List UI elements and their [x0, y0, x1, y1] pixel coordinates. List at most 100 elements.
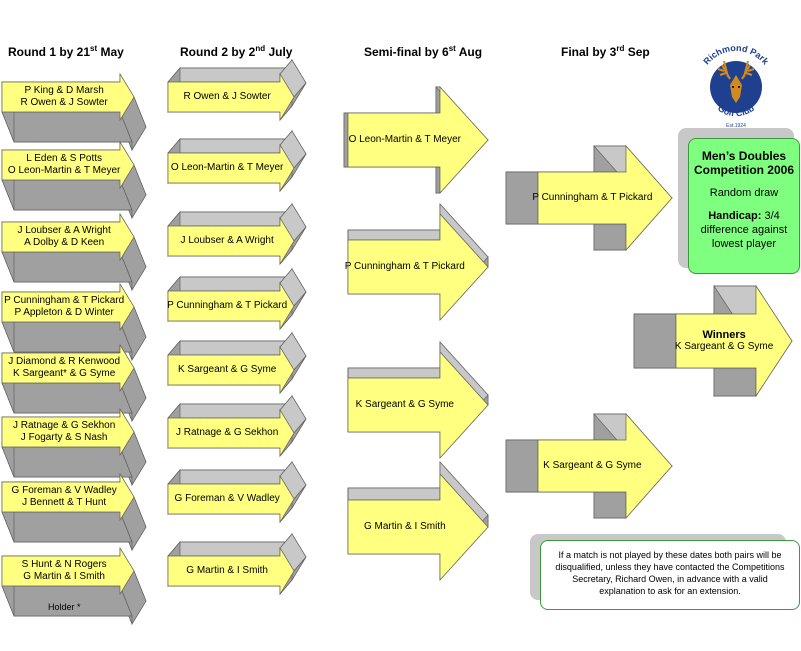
round2-match-1-side-face — [167, 67, 293, 83]
round1-match-4-team-2: P Appleton & D Winter — [14, 307, 114, 318]
round1-match-1-team-1: P King & D Marsh — [24, 85, 104, 96]
round2-match-3-label: J Loubser & A Wright — [168, 226, 286, 256]
semifinal-match-1-front-face — [347, 86, 489, 194]
round2-match-2-arrow — [167, 129, 307, 193]
round2-match-8-arrow — [167, 532, 307, 596]
round1-match-6-team-2: J Fogarty & S Nash — [20, 432, 108, 443]
competition-info-box: Men’s Doubles Competition 2006 Random dr… — [688, 138, 800, 274]
round1-match-1-team-2: R Owen & J Sowter — [20, 97, 108, 108]
round1-match-5-arrow — [1, 343, 147, 423]
semifinal-match-3-arrow — [347, 341, 489, 459]
rules-note: If a match is not played by these dates … — [540, 540, 800, 610]
semifinal-header: Semi-final by 6st Aug — [364, 44, 483, 59]
round1-match-6-arrow — [1, 407, 147, 487]
round1-match-8-team-2: G Martin & I Smith — [23, 571, 105, 582]
round1-match-7-team-2: J Bennett & T Hunt — [22, 497, 107, 508]
semifinal-match-1-arrow — [343, 86, 489, 194]
round2-match-7-label: G Foreman & V Wadley — [168, 484, 286, 514]
winners-side-face — [713, 367, 757, 397]
draw-type: Random draw — [709, 187, 779, 199]
round2-match-7-arrow — [167, 460, 307, 524]
logo-bottom-text: Golf Club — [716, 103, 756, 119]
round2-match-7-side-face — [167, 469, 293, 485]
semifinal-match-3-team-1: K Sargeant & G Syme — [355, 399, 454, 410]
round1-match-1-arrow — [1, 72, 147, 152]
round2-match-6-arrow — [167, 394, 307, 458]
logo-est-text: Est.1924 — [726, 123, 746, 129]
semifinal-match-2-front-face — [347, 213, 489, 321]
round2-match-8-team-1: G Martin & I Smith — [186, 565, 268, 576]
semifinal-match-3-label: K Sargeant & G Syme — [348, 378, 462, 432]
final-match-1-label: P Cunningham & T Pickard — [532, 172, 652, 224]
round2-match-1-team-1: R Owen & J Sowter — [183, 91, 271, 102]
round2-match-5-team-1: K Sargeant & G Syme — [177, 364, 277, 375]
winners-team-1: Winners — [702, 329, 746, 341]
round1-header: Round 1 by 21st May — [8, 44, 124, 59]
round2-match-6-front-face — [167, 408, 295, 458]
round2-match-8-side-face — [167, 541, 293, 557]
round1-match-2-side-face — [1, 179, 133, 211]
round1-match-4-arrow — [1, 282, 147, 362]
final-match-1-front-face — [537, 145, 673, 251]
round1-match-2-team-1: L Eden & S Potts — [26, 153, 103, 164]
semifinal-match-1-label: O Leon-Martin & T Meyer — [348, 113, 462, 167]
round2-match-4-label: P Cunningham & T Pickard — [167, 291, 287, 321]
handicap-rule: Handicap: 3/4 difference against lowest … — [700, 210, 788, 250]
winners-arrow — [633, 284, 793, 398]
round2-match-6-side-face — [167, 403, 293, 419]
round2-match-1-label: R Owen & J Sowter — [168, 82, 286, 112]
round1-match-5-front-face — [1, 343, 135, 393]
round1-match-8-arrow — [1, 546, 147, 626]
final-match-2-side-face — [505, 439, 539, 493]
round1-match-2-team-2: O Leon-Martin & T Meyer — [7, 165, 121, 176]
round2-match-1-front-face — [167, 72, 295, 122]
semifinal-match-4-arrow — [347, 461, 489, 581]
round1-match-2-arrow — [1, 140, 147, 220]
round2-match-5-front-face — [167, 345, 295, 395]
round1-match-3-team-1: J Loubser & A Wright — [17, 225, 111, 236]
final-header: Final by 3rd Sep — [561, 44, 650, 59]
round2-match-7-team-1: G Foreman & V Wadley — [174, 493, 280, 504]
semifinal-match-4-team-1: G Martin & I Smith — [363, 521, 446, 532]
round2-match-5-label: K Sargeant & G Syme — [168, 355, 286, 385]
round2-match-4-front-face — [167, 281, 295, 331]
semifinal-match-3-side-face — [347, 367, 441, 379]
semifinal-match-2-team-1: P Cunningham & T Pickard — [344, 261, 465, 272]
competition-title: Men’s Doubles Competition 2006 — [693, 149, 795, 177]
round1-match-6-team-1: J Ratnage & G Sekhon — [13, 420, 116, 431]
round1-match-1-front-face — [1, 72, 135, 122]
final-match-1-team-1: P Cunningham & T Pickard — [532, 192, 653, 203]
round1-match-3-arrow — [1, 212, 147, 292]
round2-match-6-label: J Ratnage & G Sekhon — [168, 418, 286, 448]
semifinal-match-3-front-face — [347, 351, 489, 459]
round2-match-2-side-face — [167, 138, 293, 154]
stag-icon — [717, 60, 755, 103]
holder-note: Holder * — [48, 602, 81, 612]
final-match-2-label: K Sargeant & G Syme — [538, 440, 647, 492]
round1-match-7-front-face — [1, 472, 135, 522]
semifinal-match-2-label: P Cunningham & T Pickard — [344, 240, 465, 294]
round1-match-2-front-face — [1, 140, 135, 190]
round1-match-7-arrow — [1, 472, 147, 552]
round2-match-8-front-face — [167, 546, 295, 596]
final-match-2-side-face — [593, 491, 627, 519]
round2-match-5-arrow — [167, 331, 307, 395]
round1-match-3-side-face — [1, 251, 133, 283]
semifinal-match-4-front-face — [347, 473, 489, 581]
final-match-2-team-1: K Sargeant & G Syme — [543, 460, 642, 471]
round2-match-2-team-1: O Leon-Martin & T Meyer — [170, 162, 284, 173]
golf-club-logo: Richmond Park Golf Club Est.1924 — [701, 43, 771, 129]
round1-match-3-front-face — [1, 212, 135, 262]
final-match-1-arrow — [505, 145, 673, 251]
round2-match-6-team-1: J Ratnage & G Sekhon — [176, 427, 279, 438]
round1-match-5-team-2: K Sargeant* & G Syme — [13, 368, 116, 379]
round2-match-3-side-face — [167, 211, 293, 227]
round2-match-2-label: O Leon-Martin & T Meyer — [168, 153, 286, 183]
